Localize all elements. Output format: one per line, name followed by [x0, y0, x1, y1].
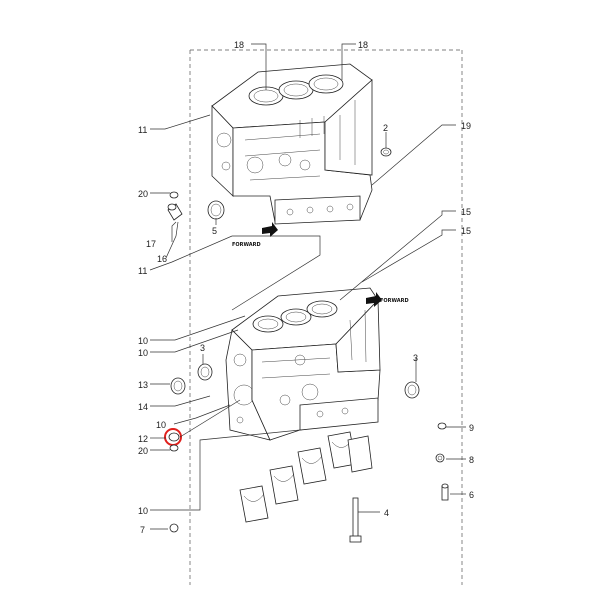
- part-20-bottom-plug[interactable]: [169, 444, 179, 452]
- callout-4: 4: [384, 508, 389, 518]
- part-5-bushing[interactable]: [207, 200, 225, 220]
- callout-10-d: 10: [138, 506, 148, 516]
- part-9-plug[interactable]: [437, 422, 447, 430]
- callout-20-bottom: 20: [138, 446, 148, 456]
- callout-8: 8: [469, 455, 474, 465]
- callout-3-left: 3: [200, 343, 205, 353]
- callout-15-a: 15: [461, 207, 471, 217]
- callout-11-top: 11: [138, 125, 147, 135]
- leader-lines: [149, 43, 466, 530]
- callout-15-b: 15: [461, 226, 471, 236]
- lower-cylinder-block[interactable]: [225, 287, 381, 441]
- callout-10-a: 10: [138, 336, 148, 346]
- lower-forward-arrow: FORWARD: [366, 292, 409, 307]
- forward-label-upper: FORWARD: [232, 242, 261, 248]
- callout-6: 6: [469, 490, 474, 500]
- upper-forward-arrow: FORWARD: [232, 222, 278, 248]
- callout-19: 19: [461, 121, 471, 131]
- callout-20-top: 20: [138, 189, 148, 199]
- part-20-top-plug[interactable]: [169, 191, 179, 199]
- callout-18-left: 18: [234, 40, 244, 50]
- part-13-oil-seal[interactable]: [170, 377, 186, 395]
- callout-7: 7: [140, 525, 145, 535]
- callout-12: 12: [138, 434, 148, 444]
- callout-14: 14: [138, 402, 148, 412]
- callout-18-right: 18: [358, 40, 368, 50]
- callout-17: 17: [146, 239, 156, 249]
- part-3-right-seal[interactable]: [404, 381, 420, 399]
- callout-10-c: 10: [156, 420, 166, 430]
- upper-cylinder-block[interactable]: [211, 63, 373, 225]
- part-7-plug[interactable]: [169, 523, 179, 533]
- callout-2: 2: [383, 123, 388, 133]
- callout-10-b: 10: [138, 348, 148, 358]
- callout-5: 5: [212, 226, 217, 236]
- part-4-bolt[interactable]: [349, 497, 362, 543]
- callout-13: 13: [138, 380, 148, 390]
- callout-16: 16: [157, 254, 167, 264]
- callouts: 18 18 11 2 19 20 5 17 16 11 15 15 10 10 …: [138, 40, 474, 535]
- callout-9: 9: [469, 423, 474, 433]
- callout-11-mid: 11: [138, 266, 147, 276]
- callout-3-right: 3: [413, 353, 418, 363]
- part-17-pin[interactable]: [167, 203, 183, 221]
- bearing-caps[interactable]: [239, 431, 373, 523]
- part-2-plug[interactable]: [380, 147, 392, 157]
- part-12-highlighted[interactable]: [164, 428, 182, 446]
- forward-label-lower: FORWARD: [380, 298, 409, 304]
- part-3-left-seal[interactable]: [197, 363, 213, 381]
- part-6-pin[interactable]: [441, 483, 449, 501]
- dashed-frame: [189, 49, 463, 585]
- part-8-plug[interactable]: [435, 453, 445, 463]
